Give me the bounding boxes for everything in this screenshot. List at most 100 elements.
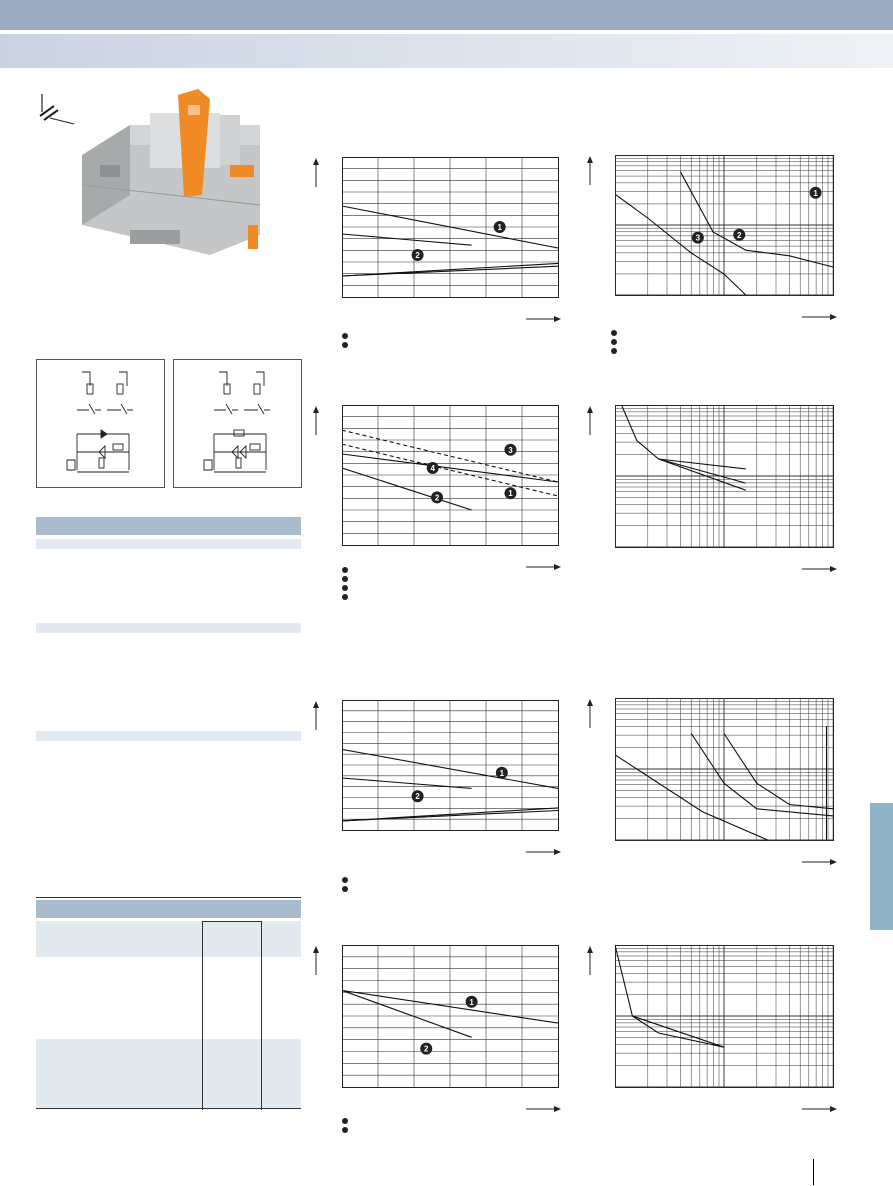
y-axis-arrow-icon bbox=[585, 155, 595, 190]
legend-marker-icon bbox=[342, 1117, 348, 1124]
curve-marker-number: 1 bbox=[500, 769, 505, 778]
chart-c4 bbox=[615, 405, 835, 549]
x-axis-arrow-icon bbox=[526, 1100, 562, 1118]
legend-marker-icon bbox=[342, 575, 348, 582]
chart-plot-c4 bbox=[615, 405, 834, 548]
plot-frame bbox=[615, 698, 834, 841]
table-subheader-band bbox=[36, 731, 301, 741]
legend-item bbox=[342, 1125, 352, 1134]
table-rule bbox=[36, 1108, 301, 1109]
chart-plot-c7: 12 bbox=[342, 945, 559, 1088]
circuit-diagram-right bbox=[173, 359, 302, 488]
curve-marker bbox=[504, 443, 517, 456]
y-axis-arrow-icon bbox=[311, 157, 321, 192]
curve-marker-number: 2 bbox=[435, 493, 440, 502]
curve-marker-number: 3 bbox=[696, 234, 701, 243]
chart-curve bbox=[342, 443, 559, 497]
curve-marker bbox=[426, 462, 439, 474]
x-axis-arrow-icon bbox=[802, 1100, 838, 1118]
chart-curve bbox=[342, 989, 559, 1024]
chart-plot-c1: 12 bbox=[342, 157, 559, 298]
legend-item bbox=[342, 884, 352, 893]
chart-curve bbox=[342, 777, 472, 789]
x-axis-arrow-icon bbox=[802, 560, 838, 578]
chart-legend bbox=[342, 331, 352, 349]
legend-marker-icon bbox=[342, 584, 348, 591]
legend-item bbox=[342, 592, 352, 601]
plot-frame bbox=[342, 405, 559, 546]
y-axis-arrow-icon bbox=[311, 945, 321, 980]
curve-marker bbox=[733, 228, 746, 241]
x-axis-arrow-icon bbox=[526, 558, 562, 576]
legend-marker-icon bbox=[342, 885, 348, 892]
curve-marker bbox=[411, 249, 424, 261]
din-rail-mount-icon bbox=[36, 90, 76, 135]
plot-frame bbox=[615, 155, 834, 296]
chart-plot-c5: 12 bbox=[342, 700, 559, 831]
legend-item bbox=[342, 565, 352, 574]
chart-curve bbox=[690, 733, 834, 817]
ordering-column-box bbox=[202, 921, 262, 1110]
chart-curve bbox=[342, 453, 559, 483]
chart-curve bbox=[342, 205, 559, 249]
chart-legend bbox=[342, 565, 352, 601]
chart-curve bbox=[342, 429, 559, 483]
legend-item bbox=[342, 875, 352, 884]
plot-frame bbox=[342, 945, 559, 1088]
legend-marker-icon bbox=[342, 876, 348, 883]
legend-item bbox=[611, 337, 621, 346]
chart-legend bbox=[342, 1116, 352, 1134]
legend-item bbox=[611, 346, 621, 355]
chart-plot-c8 bbox=[615, 945, 834, 1088]
curve-marker bbox=[809, 186, 822, 199]
legend-marker-icon bbox=[342, 1126, 348, 1133]
table-subheader-band bbox=[36, 539, 301, 549]
legend-marker-icon bbox=[342, 566, 348, 573]
chart-c8 bbox=[615, 945, 835, 1089]
curve-marker-number: 2 bbox=[737, 231, 742, 240]
chart-plot-c3: 1 2 3 4 bbox=[342, 405, 559, 546]
ordering-table-header bbox=[36, 900, 301, 918]
x-axis-arrow-icon bbox=[802, 853, 838, 871]
curve-marker-number: 1 bbox=[497, 223, 502, 232]
curve-marker bbox=[504, 487, 517, 500]
curve-marker-number: 1 bbox=[469, 998, 474, 1007]
curve-marker-number: 3 bbox=[508, 446, 513, 455]
curve-marker-number: 2 bbox=[415, 251, 420, 260]
x-axis-arrow-icon bbox=[526, 843, 562, 861]
legend-marker-icon bbox=[611, 329, 617, 336]
y-axis-arrow-icon bbox=[585, 405, 595, 440]
table-rule bbox=[36, 897, 301, 898]
curve-marker-number: 4 bbox=[430, 464, 435, 473]
legend-marker-icon bbox=[342, 332, 348, 339]
curve-marker bbox=[431, 491, 444, 504]
chart-curve bbox=[342, 467, 472, 511]
chart-c3: 1 2 3 4 bbox=[342, 405, 560, 547]
relay-module-photo bbox=[70, 85, 270, 260]
chart-curve bbox=[620, 405, 746, 484]
legend-item bbox=[611, 328, 621, 337]
legend-item bbox=[342, 574, 352, 583]
curve-marker-number: 2 bbox=[415, 792, 420, 801]
chart-curve bbox=[632, 1015, 725, 1048]
y-axis-arrow-icon bbox=[311, 700, 321, 735]
plot-frame bbox=[342, 700, 559, 831]
ordering-row-band bbox=[36, 921, 301, 957]
legend-item bbox=[342, 583, 352, 592]
curve-marker bbox=[493, 221, 506, 233]
curve-marker bbox=[495, 766, 508, 779]
curve-marker-number: 1 bbox=[508, 489, 513, 498]
chart-curve bbox=[658, 458, 746, 491]
chart-legend bbox=[342, 875, 352, 893]
curve-marker-number: 1 bbox=[813, 189, 818, 198]
legend-item bbox=[342, 1116, 352, 1125]
chart-curve bbox=[615, 193, 747, 296]
chart-curve bbox=[342, 265, 559, 277]
chart-curve bbox=[342, 233, 472, 246]
curve-marker bbox=[691, 231, 704, 244]
chart-curve bbox=[658, 458, 746, 470]
curve-marker-number: 2 bbox=[424, 1045, 429, 1054]
